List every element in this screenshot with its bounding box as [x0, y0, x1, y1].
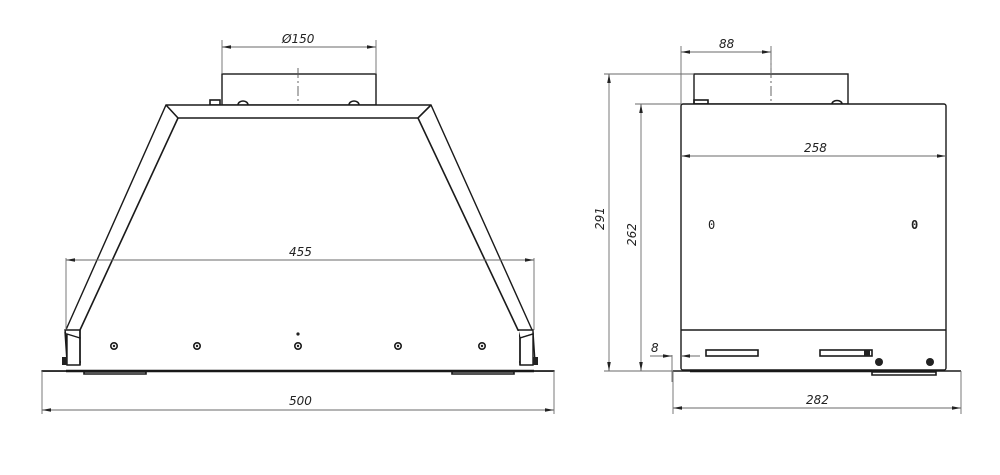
dim-label-282: 282 [806, 393, 829, 407]
filter-clip [83, 371, 147, 375]
nut-icon [348, 100, 360, 106]
latch-icon [864, 350, 870, 356]
screw-row [110, 332, 486, 350]
filter-clip [871, 371, 937, 376]
dim-label-258: 258 [804, 141, 827, 155]
dim-label-8: 8 [651, 341, 659, 355]
front-view: Ø150 455 500 [41, 32, 555, 414]
left-knob-icon [62, 357, 67, 365]
screw-icon [393, 341, 402, 350]
screw-icon [110, 341, 119, 350]
mount-slot-left-icon: 0 [708, 218, 715, 232]
side-view: 0 0 88 258 291 262 8 [593, 37, 962, 414]
bolt-icon [209, 99, 221, 106]
top-bevel [165, 104, 432, 119]
duct-collar [221, 73, 377, 106]
hood-housing [64, 104, 536, 363]
mount-slot-right-icon: 0 [911, 218, 918, 232]
knob-icon [875, 358, 883, 366]
dim-label-455: 455 [289, 245, 312, 259]
nut-icon [237, 100, 249, 106]
dim-label-262: 262 [625, 223, 639, 246]
indicator-dot-icon [296, 332, 300, 336]
left-side-plate [66, 333, 81, 366]
right-inner-edge [417, 117, 519, 331]
screw-icon [293, 341, 302, 350]
vent-slot [819, 349, 873, 357]
screw-icon [193, 341, 202, 350]
dim-label-291: 291 [593, 207, 607, 230]
screw-icon [477, 341, 486, 350]
dim-label-500: 500 [289, 394, 312, 408]
left-inner-edge [79, 117, 179, 331]
filter-clip [451, 371, 515, 375]
dim-label-d150: Ø150 [281, 32, 315, 46]
vent-slot [705, 349, 759, 357]
dim-label-88: 88 [719, 37, 735, 51]
knob-icon [926, 358, 934, 366]
right-side-plate [519, 333, 534, 366]
right-knob-icon [533, 357, 538, 365]
